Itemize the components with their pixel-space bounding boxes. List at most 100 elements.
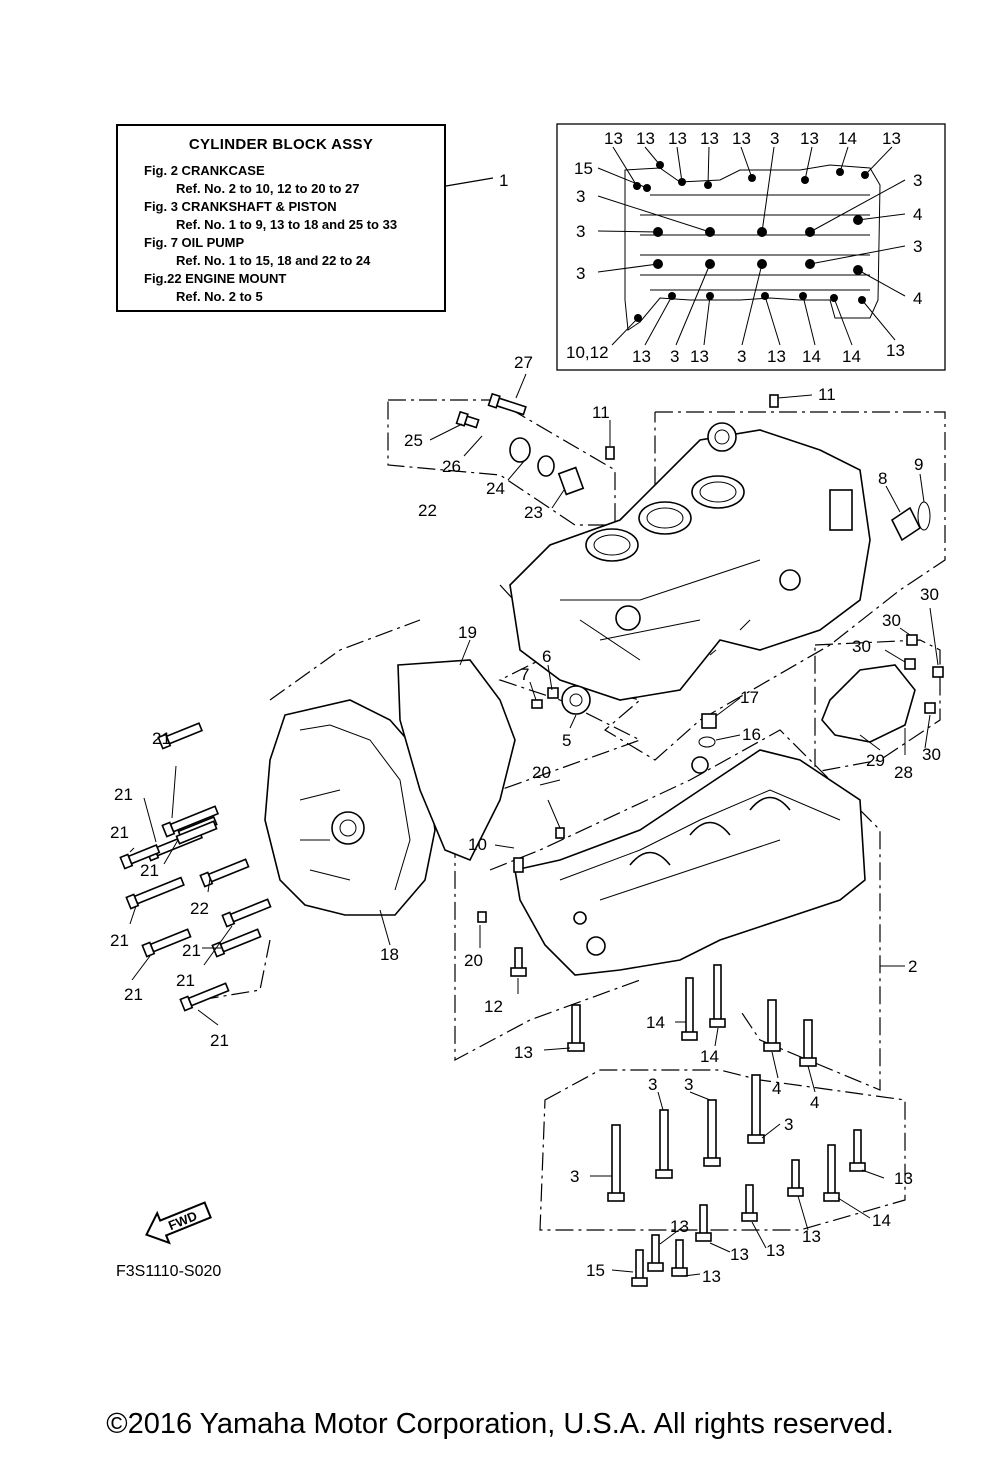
inset-bolt-holes	[633, 161, 869, 322]
legend-row: Ref. No. 1 to 9, 13 to 18 and 25 to 33	[176, 217, 398, 232]
callout-label: 21	[114, 785, 133, 804]
legend-row: Ref. No. 2 to 5	[176, 289, 263, 304]
callout-label: 11	[818, 385, 836, 404]
inset-label: 13	[882, 129, 901, 148]
inset-label: 3	[576, 187, 585, 206]
callout-label: 3	[648, 1075, 657, 1094]
inset-label: 13	[668, 129, 687, 148]
leader-line	[445, 177, 494, 187]
inset-label: 13	[886, 341, 905, 360]
inset-label: 3	[770, 129, 779, 148]
callout-label: 22	[418, 501, 437, 520]
crankcase-lower	[514, 749, 866, 976]
inset-label: 13	[690, 347, 709, 366]
inset-label: 3	[737, 347, 746, 366]
callout-label: 13	[670, 1217, 689, 1236]
callout-label: 29	[866, 751, 885, 770]
inset-label: 13	[800, 129, 819, 148]
callout-label: 1	[499, 171, 508, 190]
callout-label: 3	[684, 1075, 693, 1094]
inset-label: 13	[604, 129, 623, 148]
callout-label: 7	[520, 665, 529, 684]
callout-label: 4	[772, 1079, 781, 1098]
callout-label: 20	[464, 951, 483, 970]
legend-row: Fig. 2 CRANKCASE	[144, 163, 265, 178]
callout-label: 13	[702, 1267, 721, 1286]
cover-gasket	[397, 659, 516, 862]
callout-label: 3	[784, 1115, 793, 1134]
callout-label: 21	[110, 931, 129, 950]
callout-label: 4	[810, 1093, 819, 1112]
crankcase-bolt-inset: 13 13 13 13 13 3 13 14 13 15 3 3 3 3 4 3…	[556, 123, 946, 371]
callout-label: 25	[404, 431, 423, 450]
callout-label: 21	[152, 729, 171, 748]
callout-label: 20	[532, 763, 551, 782]
callout-leaders	[129, 373, 939, 1277]
inset-label: 13	[732, 129, 751, 148]
callout-label: 13	[514, 1043, 533, 1062]
callout-label: 16	[742, 725, 761, 744]
inset-label: 15	[574, 159, 593, 178]
callout-label: 13	[894, 1169, 913, 1188]
inset-label: 3	[670, 347, 679, 366]
callout-label: 21	[176, 971, 195, 990]
cylinder-block-upper	[509, 422, 871, 701]
callout-label: 26	[442, 457, 461, 476]
callout-label: 13	[766, 1241, 785, 1260]
legend-box: CYLINDER BLOCK ASSY Fig. 2 CRANKCASE Ref…	[116, 124, 446, 312]
callout-label: 9	[914, 455, 923, 474]
callout-label: 21	[124, 985, 143, 1004]
side-cover-plate	[821, 664, 916, 743]
callout-label: 14	[700, 1047, 719, 1066]
callout-label: 30	[920, 585, 939, 604]
bolts	[119, 392, 866, 1287]
inset-label: 3	[576, 222, 585, 241]
callout-label: 21	[210, 1031, 229, 1050]
inset-label: 4	[913, 289, 922, 308]
callout-label: 14	[646, 1013, 665, 1032]
callout-label: 11	[592, 403, 610, 422]
inset-label: 4	[913, 205, 922, 224]
inset-label: 3	[576, 264, 585, 283]
inset-label: 14	[838, 129, 857, 148]
callout-label: 30	[852, 637, 871, 656]
callout-label: 15	[586, 1261, 605, 1280]
callout-label: 12	[484, 997, 503, 1016]
callout-label: 14	[872, 1211, 891, 1230]
inset-label: 13	[767, 347, 786, 366]
legend-row: Fig.22 ENGINE MOUNT	[144, 271, 287, 286]
inset-label: 3	[913, 237, 922, 256]
callout-label: 19	[458, 623, 477, 642]
legend-row: Fig. 3 CRANKSHAFT & PISTON	[144, 199, 337, 214]
callout-label: 8	[878, 469, 887, 488]
copyright-notice: ©2016 Yamaha Motor Corporation, U.S.A. A…	[106, 1408, 894, 1440]
callout-label: 24	[486, 479, 505, 498]
legend-row: Ref. No. 2 to 10, 12 to 20 to 27	[176, 181, 360, 196]
callout-label: 30	[882, 611, 901, 630]
crankcase-cover	[264, 699, 436, 916]
callout-label: 21	[110, 823, 129, 842]
inset-label: 14	[842, 347, 861, 366]
small-parts	[477, 394, 944, 923]
callout-label: 30	[922, 745, 941, 764]
callout-label: 23	[524, 503, 543, 522]
callout-label: 6	[542, 647, 551, 666]
callout-label: 2	[908, 957, 917, 976]
callout-label: 5	[562, 731, 571, 750]
inset-label: 14	[802, 347, 821, 366]
callout-label: 21	[182, 941, 201, 960]
callout-label: 10	[468, 835, 487, 854]
callout-label: 28	[894, 763, 913, 782]
callout-label: 27	[514, 353, 533, 372]
callout-label: 13	[802, 1227, 821, 1246]
callout-label: 3	[570, 1167, 579, 1186]
inset-label: 13	[636, 129, 655, 148]
callout-label: 17	[740, 688, 759, 707]
legend-row: Ref. No. 1 to 15, 18 and 22 to 24	[176, 253, 371, 268]
callout-label: 18	[380, 945, 399, 964]
inset-label: 3	[913, 171, 922, 190]
callout-label: 21	[140, 861, 159, 880]
callout-label: 22	[190, 899, 209, 918]
inset-label: 10,12	[566, 343, 609, 362]
